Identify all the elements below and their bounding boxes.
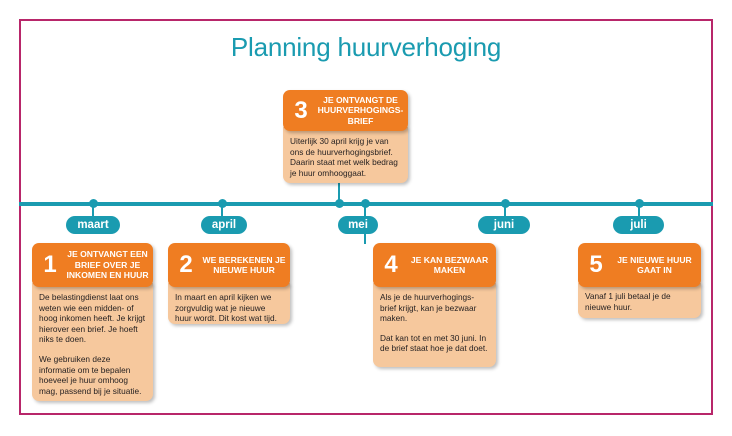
step-heading-1: Je ontvangt een brief over je inkomen en… [66,249,149,281]
step-header-5: 5 Je nieuwe huur gaat in [578,243,701,287]
connector-step-3 [338,182,340,202]
step-header-2: 2 We berekenen je nieuwe huur [168,243,290,287]
month-label-mei: mei [338,216,378,234]
month-label-juli: juli [613,216,664,234]
step-body-1: De belastingdienst laat ons weten wie ee… [32,283,153,401]
step-number-2: 2 [179,251,193,278]
step-heading-3: Je ontvangt de huurverhogings-brief [317,94,404,126]
timeline-dot-juni [500,199,510,208]
step-heading-2: We berekenen je nieuwe huur [202,254,286,276]
step-number-1: 1 [43,251,57,278]
step-body-3: Uiterlijk 30 april krijg je van ons de h… [283,127,408,183]
step-text-4a: Als je de huurverhogings-brief krijgt, k… [380,292,477,324]
step-text-2a: In maart en april kijken we zorgvuldig w… [175,292,277,324]
timeline-dot-step-3 [334,199,344,208]
month-label-april: april [201,216,247,234]
step-body-5: Vanaf 1 juli betaal je de nieuwe huur. [578,283,701,318]
step-header-4: 4 Je kan bezwaar maken [373,243,496,287]
connector-april [221,204,223,216]
diagram-title: Planning huurverhoging [230,32,502,62]
step-header-1: 1 Je ontvangt een brief over je inkomen … [32,243,153,287]
step-text-3a: Uiterlijk 30 april krijg je van ons de h… [290,136,398,178]
step-number-4: 4 [384,251,398,278]
timeline-dot-april [217,199,227,208]
step-text-5a: Vanaf 1 juli betaal je de nieuwe huur. [585,291,671,312]
timeline-dot-mei [360,199,370,208]
step-text-1a: De belastingdienst laat ons weten wie ee… [39,292,146,345]
step-body-4: Als je de huurverhogings-brief krijgt, k… [373,283,496,367]
timeline-dot-maart [88,199,98,208]
step-header-3: 3 Je ontvangt de huurverhogings-brief [283,90,408,131]
connector-juni [504,204,506,216]
connector-juli [638,204,640,216]
month-label-maart: maart [66,216,120,234]
connector-maart [92,204,94,216]
step-heading-5: Je nieuwe huur gaat in [617,254,692,276]
step-heading-4: Je kan bezwaar maken [410,254,489,276]
step-text-4b: Dat kan tot en met 30 juni. In de brief … [380,332,488,354]
step-number-3: 3 [294,96,308,124]
timeline-dot-juli [634,199,644,208]
step-number-5: 5 [589,251,603,278]
month-label-juni: juni [478,216,530,234]
step-text-1b: We gebruiken deze informatie om te bepal… [39,353,142,396]
step-body-2: In maart en april kijken we zorgvuldig w… [168,283,290,324]
